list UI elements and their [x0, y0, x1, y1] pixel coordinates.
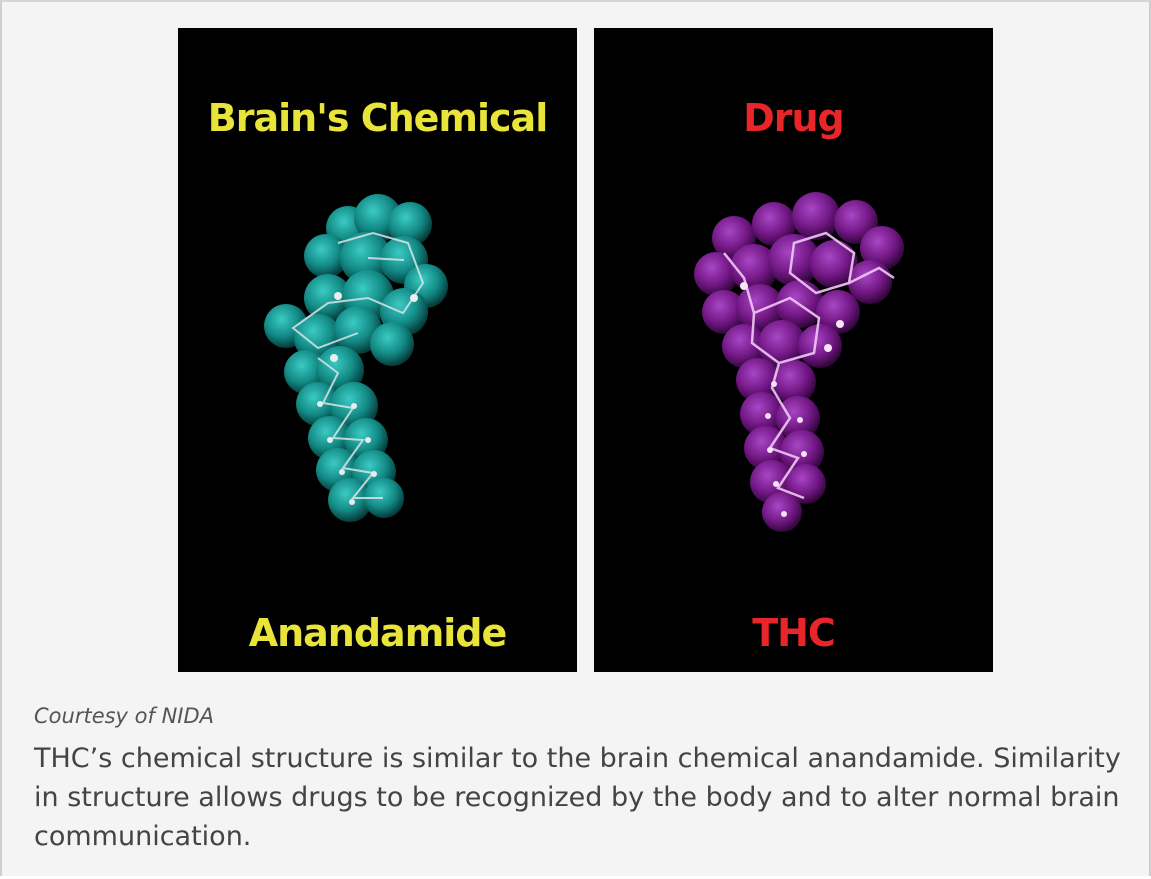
right-panel-title: Drug [743, 96, 845, 140]
thc-molecule-image [694, 192, 904, 532]
thc-panel: Drug [594, 28, 993, 672]
left-panel-name: Anandamide [248, 611, 508, 655]
right-panel-name: THC [752, 611, 836, 655]
anandamide-molecule-image [264, 194, 448, 522]
figure-caption: THC’s chemical structure is similar to t… [34, 743, 1121, 852]
image-credit: Courtesy of NIDA [34, 704, 215, 728]
anandamide-panel: Brain's Chemical [178, 28, 577, 672]
left-panel-title: Brain's Chemical [207, 96, 548, 140]
